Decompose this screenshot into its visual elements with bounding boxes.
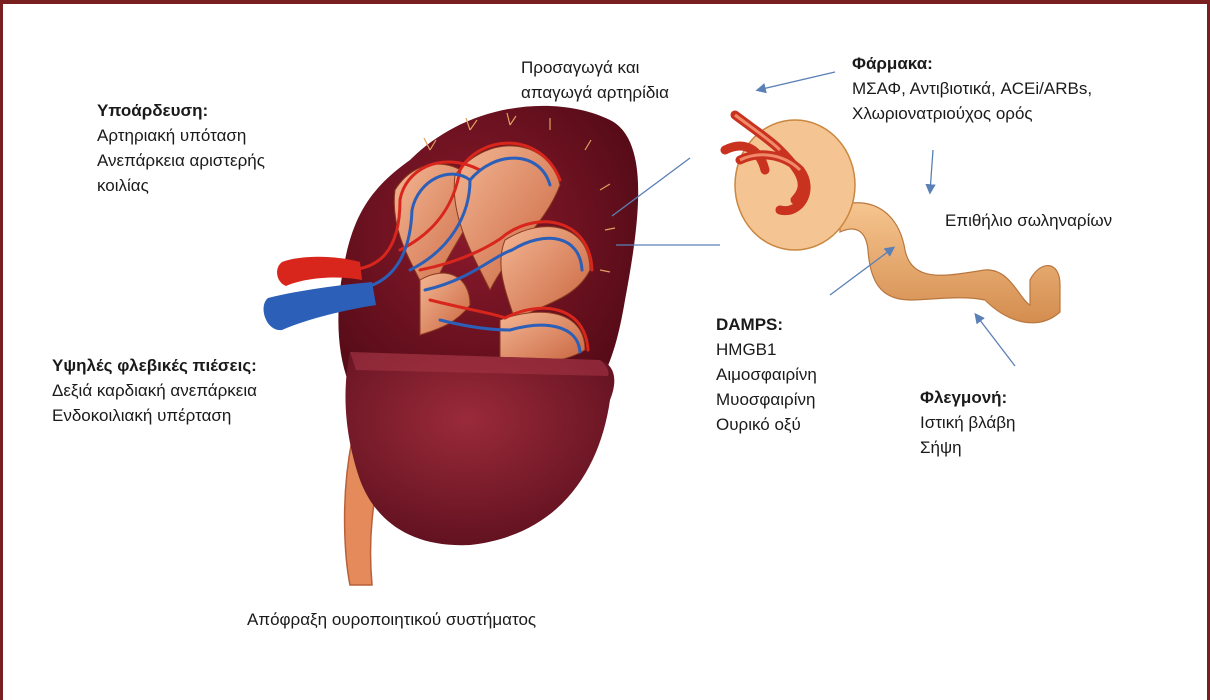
kidney-lower-half [345,352,614,545]
label-damps-line: HMGB1 [716,337,817,362]
label-damps-line: Αιμοσφαιρίνη [716,362,817,387]
label-damps-line: Ουρικό οξύ [716,412,817,437]
label-hypoperfusion-line: Ανεπάρκεια αριστερής [97,148,265,173]
label-arterioles: Προσαγωγά και απαγωγά αρτηρίδια [521,55,669,105]
label-obstruction-line: Απόφραξη ουροποιητικού συστήματος [247,607,536,632]
label-epithelium-line: Επιθήλιο σωληναρίων [945,208,1112,233]
label-arterioles-line: Προσαγωγά και [521,55,669,80]
label-venous-line: Ενδοκοιλιακή υπέρταση [52,403,257,428]
label-drugs: Φάρμακα: ΜΣΑΦ, Αντιβιοτικά, ACEi/ARBs, Χ… [852,51,1092,126]
label-epithelium: Επιθήλιο σωληναρίων [945,208,1112,233]
label-drugs-line: Χλωριονατριούχος ορός [852,101,1092,126]
label-hypoperfusion-line: κοιλίας [97,173,265,198]
label-hypoperfusion-title: Υποάρδευση: [97,98,265,123]
label-obstruction: Απόφραξη ουροποιητικού συστήματος [247,607,536,632]
label-hypoperfusion-line: Αρτηριακή υπόταση [97,123,265,148]
label-venous-pressure: Υψηλές φλεβικές πιέσεις: Δεξιά καρδιακή … [52,353,257,428]
label-damps-line: Μυοσφαιρίνη [716,387,817,412]
label-arterioles-line: απαγωγά αρτηρίδια [521,80,669,105]
label-hypoperfusion: Υποάρδευση: Αρτηριακή υπόταση Ανεπάρκεια… [97,98,265,198]
label-inflammation: Φλεγμονή: Ιστική βλάβη Σήψη [920,385,1015,460]
label-damps-title: DAMPS: [716,312,817,337]
label-inflammation-title: Φλεγμονή: [920,385,1015,410]
label-venous-line: Δεξιά καρδιακή ανεπάρκεια [52,378,257,403]
label-inflammation-line: Σήψη [920,435,1015,460]
bowman-capsule [735,120,855,250]
label-damps: DAMPS: HMGB1 Αιμοσφαιρίνη Μυοσφαιρίνη Ου… [716,312,817,437]
label-drugs-title: Φάρμακα: [852,51,1092,76]
label-venous-title: Υψηλές φλεβικές πιέσεις: [52,353,257,378]
label-drugs-line: ΜΣΑΦ, Αντιβιοτικά, ACEi/ARBs, [852,76,1092,101]
label-inflammation-line: Ιστική βλάβη [920,410,1015,435]
